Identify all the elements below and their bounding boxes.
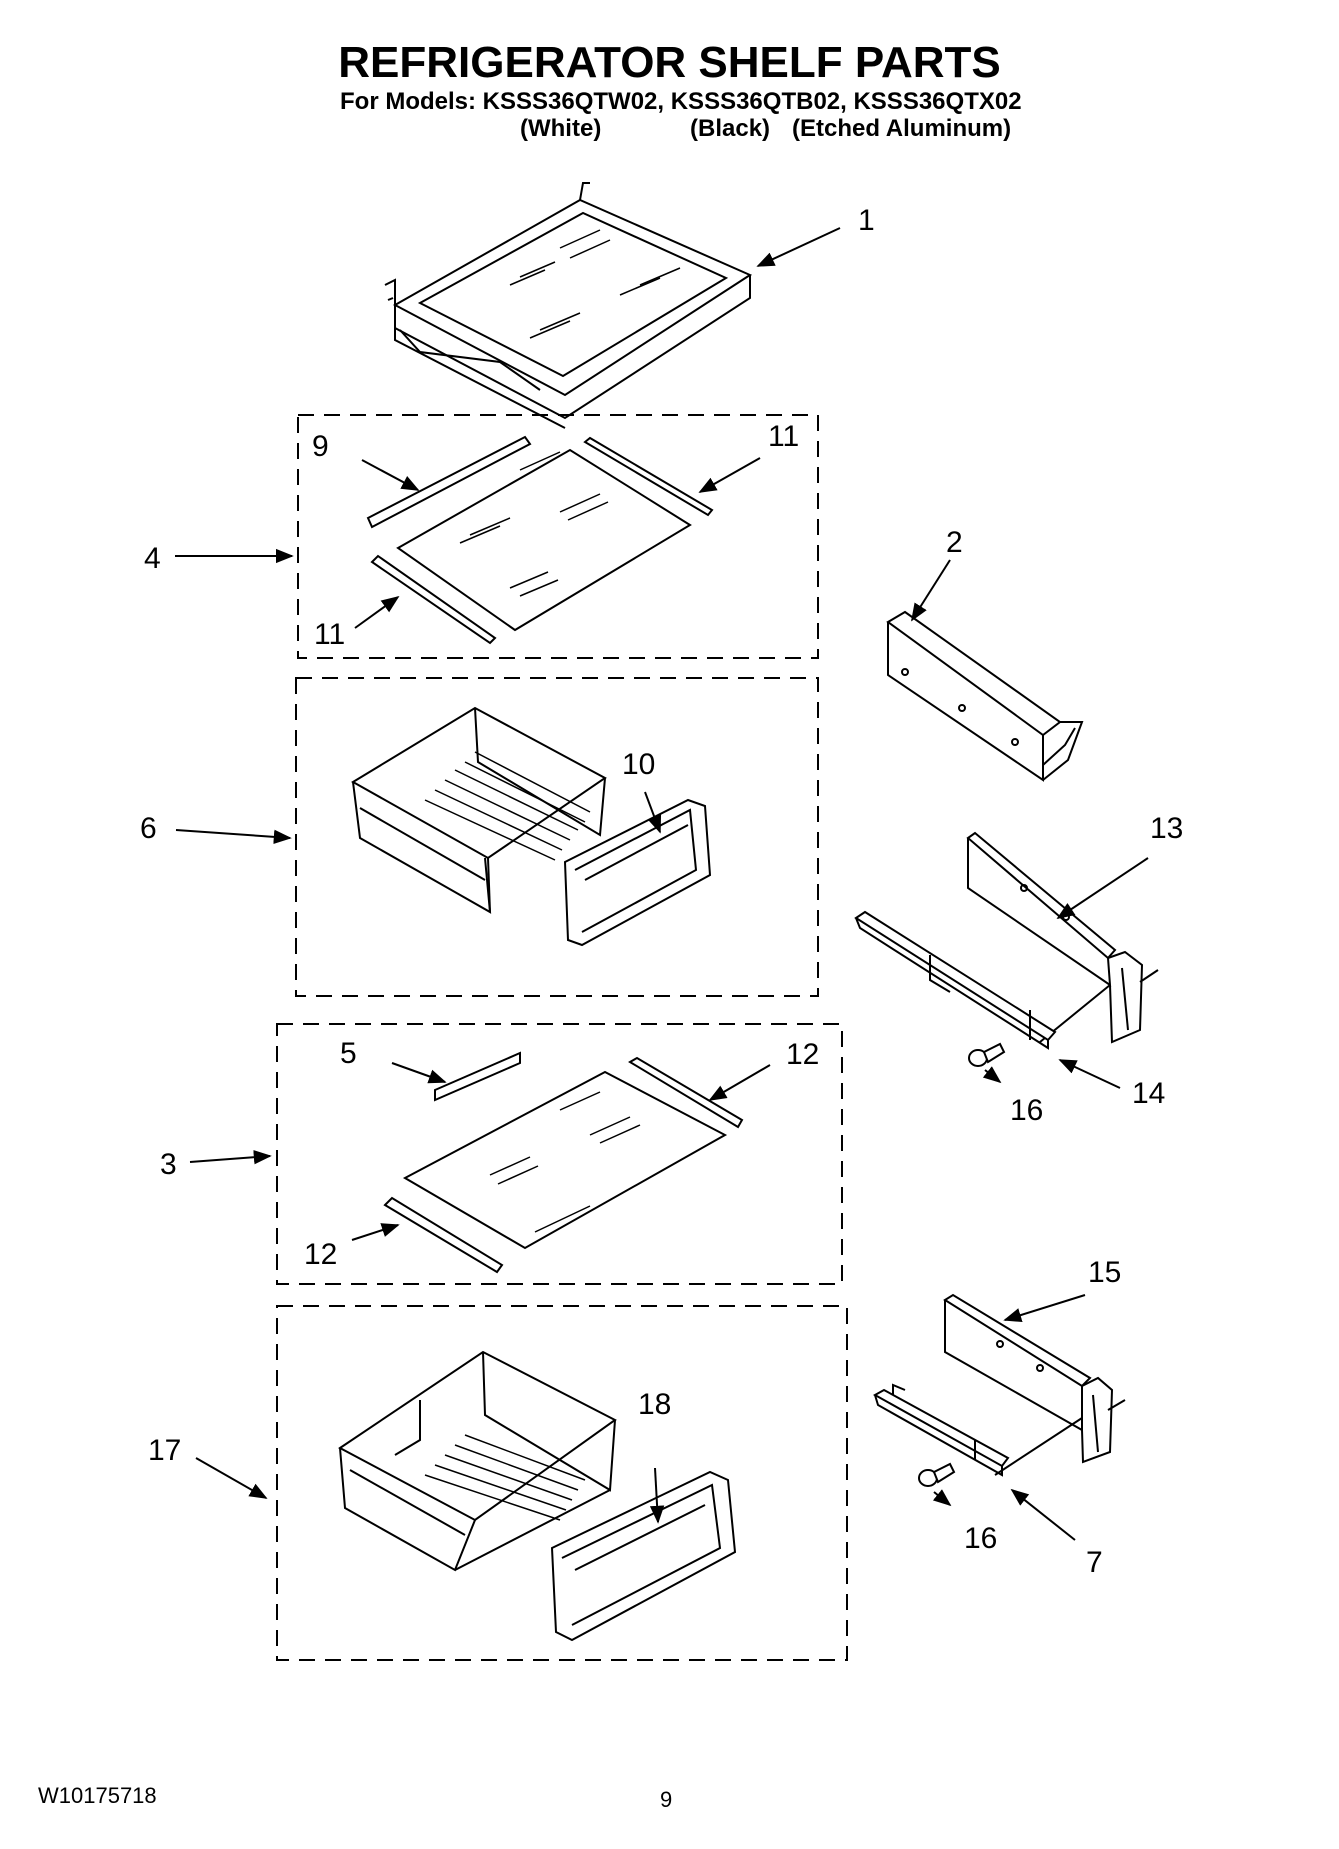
callout-7: 7	[1086, 1546, 1103, 1579]
part-16-screw-lower	[918, 1462, 956, 1487]
page-number: 9	[660, 1787, 673, 1812]
part-6-crisper-drawer	[351, 706, 607, 914]
callout-16-upper: 16	[1010, 1094, 1043, 1127]
part-5-trim	[434, 1051, 521, 1102]
callout-12-front: 12	[304, 1238, 337, 1271]
callout-3: 3	[160, 1148, 177, 1181]
group-6-box	[295, 677, 819, 997]
callout-18: 18	[638, 1388, 671, 1421]
callout-10: 10	[622, 748, 655, 781]
callout-11-right: 11	[768, 420, 799, 453]
part-16-screw-upper	[968, 1042, 1006, 1067]
page-title: REFRIGERATOR SHELF PARTS	[338, 38, 1001, 87]
models-line: For Models: KSSS36QTW02, KSSS36QTB02, KS…	[340, 88, 1022, 115]
leader-arrows	[175, 227, 1149, 1541]
part-1-shelf	[384, 182, 753, 429]
part-12-trim-front	[383, 1196, 504, 1274]
callout-16-lower: 16	[964, 1522, 997, 1555]
callout-labels: 1 2 4 9 11 11 6 10 13 14 16 3 5 12 12 15…	[140, 204, 1183, 1579]
callout-13: 13	[1150, 812, 1183, 845]
group-17-box	[276, 1305, 848, 1661]
part-18-drawer-front	[550, 1470, 737, 1642]
part-9-trim	[366, 435, 532, 529]
callout-11-front: 11	[314, 618, 345, 651]
color-aluminum-label: (Etched Aluminum)	[792, 115, 1012, 142]
callout-15: 15	[1088, 1256, 1121, 1289]
callout-4: 4	[144, 542, 161, 575]
callout-14: 14	[1132, 1077, 1165, 1110]
callout-9: 9	[312, 430, 329, 463]
callout-2: 2	[946, 526, 963, 559]
part-11-trim-front	[370, 554, 497, 645]
part-10-drawer-front	[563, 798, 712, 947]
part-17-freezer-drawer	[338, 1350, 617, 1572]
color-white-label: (White)	[520, 115, 602, 142]
document-number: W10175718	[38, 1783, 157, 1808]
part-3-glass-shelf	[402, 1070, 728, 1250]
part-12-trim-right	[628, 1056, 744, 1129]
part-7-rail	[872, 1383, 1010, 1477]
callout-1: 1	[858, 204, 875, 237]
part-13-cover	[966, 831, 1159, 1044]
part-15-cover	[943, 1293, 1126, 1476]
part-4-glass-shelf	[396, 448, 692, 632]
color-black-label: (Black)	[690, 115, 771, 142]
callout-5: 5	[340, 1037, 357, 1070]
part-11-trim-right	[583, 436, 714, 517]
part-2-bracket	[886, 610, 1084, 782]
group-4-box	[297, 414, 819, 659]
group-3-box	[276, 1023, 843, 1285]
callout-12-right: 12	[786, 1038, 819, 1071]
callout-17: 17	[148, 1434, 181, 1467]
callout-6: 6	[140, 812, 157, 845]
part-14-rail	[854, 910, 1057, 1050]
